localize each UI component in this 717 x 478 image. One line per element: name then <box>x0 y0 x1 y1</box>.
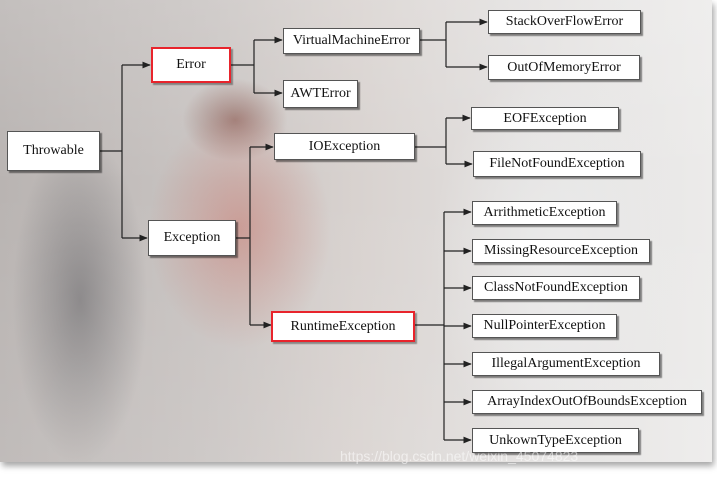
node-eof-exception: EOFException <box>471 107 619 130</box>
node-exception-label: Exception <box>163 230 221 245</box>
node-runtime-child-1-label: ArrithmeticException <box>483 205 606 220</box>
connector-io-trunk <box>415 118 447 164</box>
node-awt-error-label: AWTError <box>290 86 351 101</box>
node-runtime-exception-label: RuntimeException <box>290 318 396 334</box>
node-stackoverflow-error-label: StackOverFlowError <box>505 14 624 29</box>
node-error: Error <box>151 47 231 83</box>
node-awt-error: AWTError <box>283 80 358 108</box>
node-virtual-machine-error: VirtualMachineError <box>283 28 420 54</box>
node-io-exception-label: IOException <box>308 138 381 154</box>
node-exception: Exception <box>148 220 236 256</box>
node-runtime-child-3-label: ClassNotFoundException <box>484 280 628 295</box>
node-outofmemory-error: OutOfMemoryError <box>488 55 640 80</box>
node-runtime-child-2: MissingResourceException <box>472 239 650 263</box>
node-throwable: Throwable <box>7 131 100 171</box>
node-virtual-machine-error-label: VirtualMachineError <box>292 33 411 48</box>
node-filenotfound-exception-label: FileNotFoundException <box>489 156 625 171</box>
connector-vme-trunk <box>420 22 447 67</box>
connector-runtime-trunk <box>415 212 445 440</box>
node-runtime-child-2-label: MissingResourceException <box>484 243 638 258</box>
node-runtime-child-7-label: UnkownTypeException <box>489 432 622 448</box>
node-io-exception: IOException <box>274 133 415 160</box>
node-stackoverflow-error: StackOverFlowError <box>488 10 641 34</box>
node-outofmemory-error-label: OutOfMemoryError <box>507 59 621 75</box>
node-runtime-child-4-label: NullPointerException <box>483 318 606 333</box>
node-filenotfound-exception: FileNotFoundException <box>473 151 641 177</box>
watermark-url: https://blog.csdn.net/weixin_45074823 <box>340 448 579 464</box>
node-throwable-label: Throwable <box>23 143 84 158</box>
connector-throwable-trunk <box>100 65 123 238</box>
node-eof-exception-label: EOFException <box>503 110 587 126</box>
connector-error-trunk <box>231 40 255 93</box>
node-runtime-child-5: IllegalArgumentException <box>472 352 660 376</box>
node-runtime-child-1: ArrithmeticException <box>472 201 617 225</box>
node-runtime-child-6-label: ArrayIndexOutOfBoundsException <box>487 394 687 409</box>
node-runtime-child-7: UnkownTypeException <box>472 428 639 453</box>
node-runtime-child-6: ArrayIndexOutOfBoundsException <box>472 390 702 414</box>
node-error-label: Error <box>176 57 206 72</box>
connector-exception-trunk <box>236 147 251 325</box>
node-runtime-exception: RuntimeException <box>271 311 415 342</box>
node-runtime-child-3: ClassNotFoundException <box>472 276 640 300</box>
node-runtime-child-4: NullPointerException <box>472 314 617 338</box>
node-runtime-child-5-label: IllegalArgumentException <box>491 356 641 371</box>
